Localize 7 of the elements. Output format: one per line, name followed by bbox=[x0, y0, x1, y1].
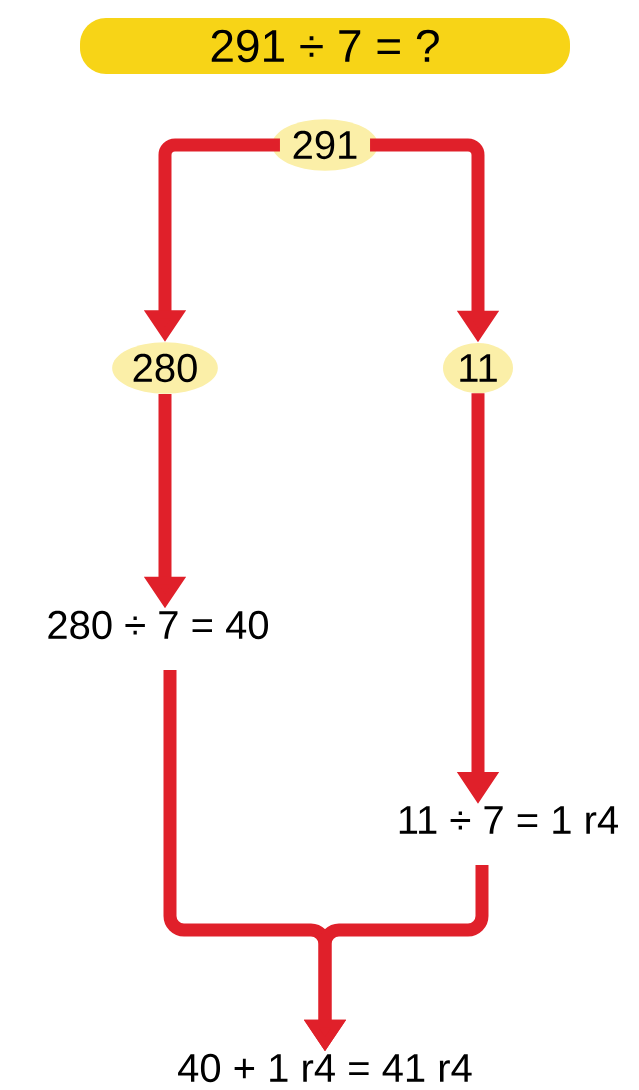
number-label: 11 bbox=[443, 342, 513, 394]
equation-label: 40 + 1 r4 = 41 r4 bbox=[178, 1053, 472, 1083]
equation-label: 280 ÷ 7 = 40 bbox=[48, 610, 268, 640]
title-banner: 291 ÷ 7 = ? bbox=[80, 18, 570, 74]
number-label: 291 bbox=[272, 119, 378, 171]
equation-label: 11 ÷ 7 = 1 r4 bbox=[399, 806, 618, 834]
number-label: 280 bbox=[112, 342, 218, 394]
